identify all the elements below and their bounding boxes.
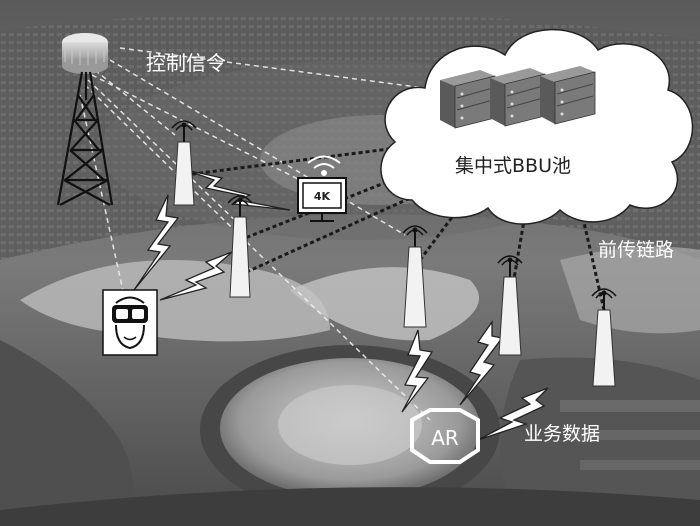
antenna-icon bbox=[171, 120, 617, 387]
vr-headset-icon bbox=[102, 289, 158, 356]
server-rack-icon bbox=[440, 66, 596, 129]
bbu-pool-label: 集中式BBU池 bbox=[455, 155, 571, 177]
transmission-tower-icon bbox=[56, 33, 114, 206]
ar-badge: AR bbox=[431, 426, 459, 450]
lightning-link-icon bbox=[133, 169, 549, 441]
wifi-icon bbox=[307, 155, 341, 176]
service-data-label: 业务数据 bbox=[524, 423, 600, 445]
tv-badge: 4K bbox=[314, 190, 331, 203]
fronthaul-label: 前传链路 bbox=[598, 239, 674, 261]
4k-tv-icon: 4K bbox=[297, 155, 347, 222]
control-signal-label: 控制信令 bbox=[146, 51, 226, 75]
ar-device-icon: AR bbox=[410, 408, 480, 464]
control-signal-lines bbox=[79, 47, 441, 421]
